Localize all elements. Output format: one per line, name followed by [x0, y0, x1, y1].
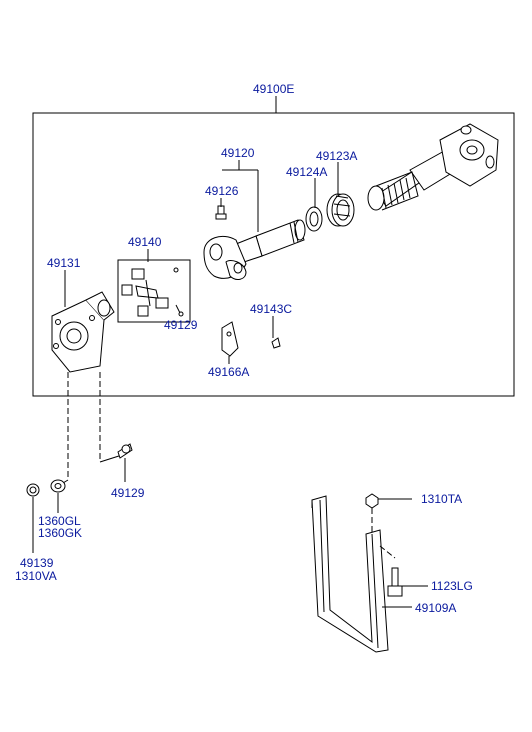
label-49143c: 49143C — [250, 302, 292, 316]
label-1310ta: 1310TA — [421, 492, 462, 506]
balance-weight[interactable] — [221, 321, 239, 357]
label-1123lg: 1123LG — [431, 579, 473, 593]
label-49126: 49126 — [205, 184, 239, 198]
assembly-frame — [32, 112, 515, 397]
grease-nipple[interactable] — [215, 205, 227, 220]
spider-kit[interactable] — [117, 259, 191, 323]
flange-yoke[interactable] — [51, 291, 115, 373]
shaft-tube[interactable] — [203, 219, 306, 280]
center-bracket[interactable] — [311, 495, 389, 653]
label-49129-lower: 49129 — [111, 486, 145, 500]
balance-clip[interactable] — [271, 337, 281, 349]
label-49100e: 49100E — [253, 82, 294, 96]
lock-nut[interactable] — [26, 483, 40, 497]
label-49123a: 49123A — [316, 149, 357, 163]
label-49129-upper: 49129 — [164, 318, 198, 332]
bracket-nut[interactable] — [365, 493, 379, 509]
seal-ring[interactable] — [305, 206, 323, 232]
label-49120: 49120 — [221, 146, 255, 160]
label-1360gl: 1360GL — [38, 514, 81, 528]
label-49124a: 49124A — [286, 165, 327, 179]
bracket-bolt[interactable] — [387, 567, 403, 597]
label-1360gk: 1360GK — [38, 526, 82, 540]
propeller-shaft[interactable] — [367, 123, 499, 211]
washer[interactable] — [50, 479, 66, 493]
label-49139: 49139 — [20, 556, 54, 570]
label-49140: 49140 — [128, 235, 162, 249]
label-49131: 49131 — [47, 256, 81, 270]
bearing-ring[interactable] — [326, 193, 355, 227]
label-49166a: 49166A — [208, 365, 249, 379]
label-49109a: 49109A — [415, 601, 456, 615]
label-1310va: 1310VA — [15, 569, 57, 583]
snap-ring[interactable] — [117, 443, 133, 459]
